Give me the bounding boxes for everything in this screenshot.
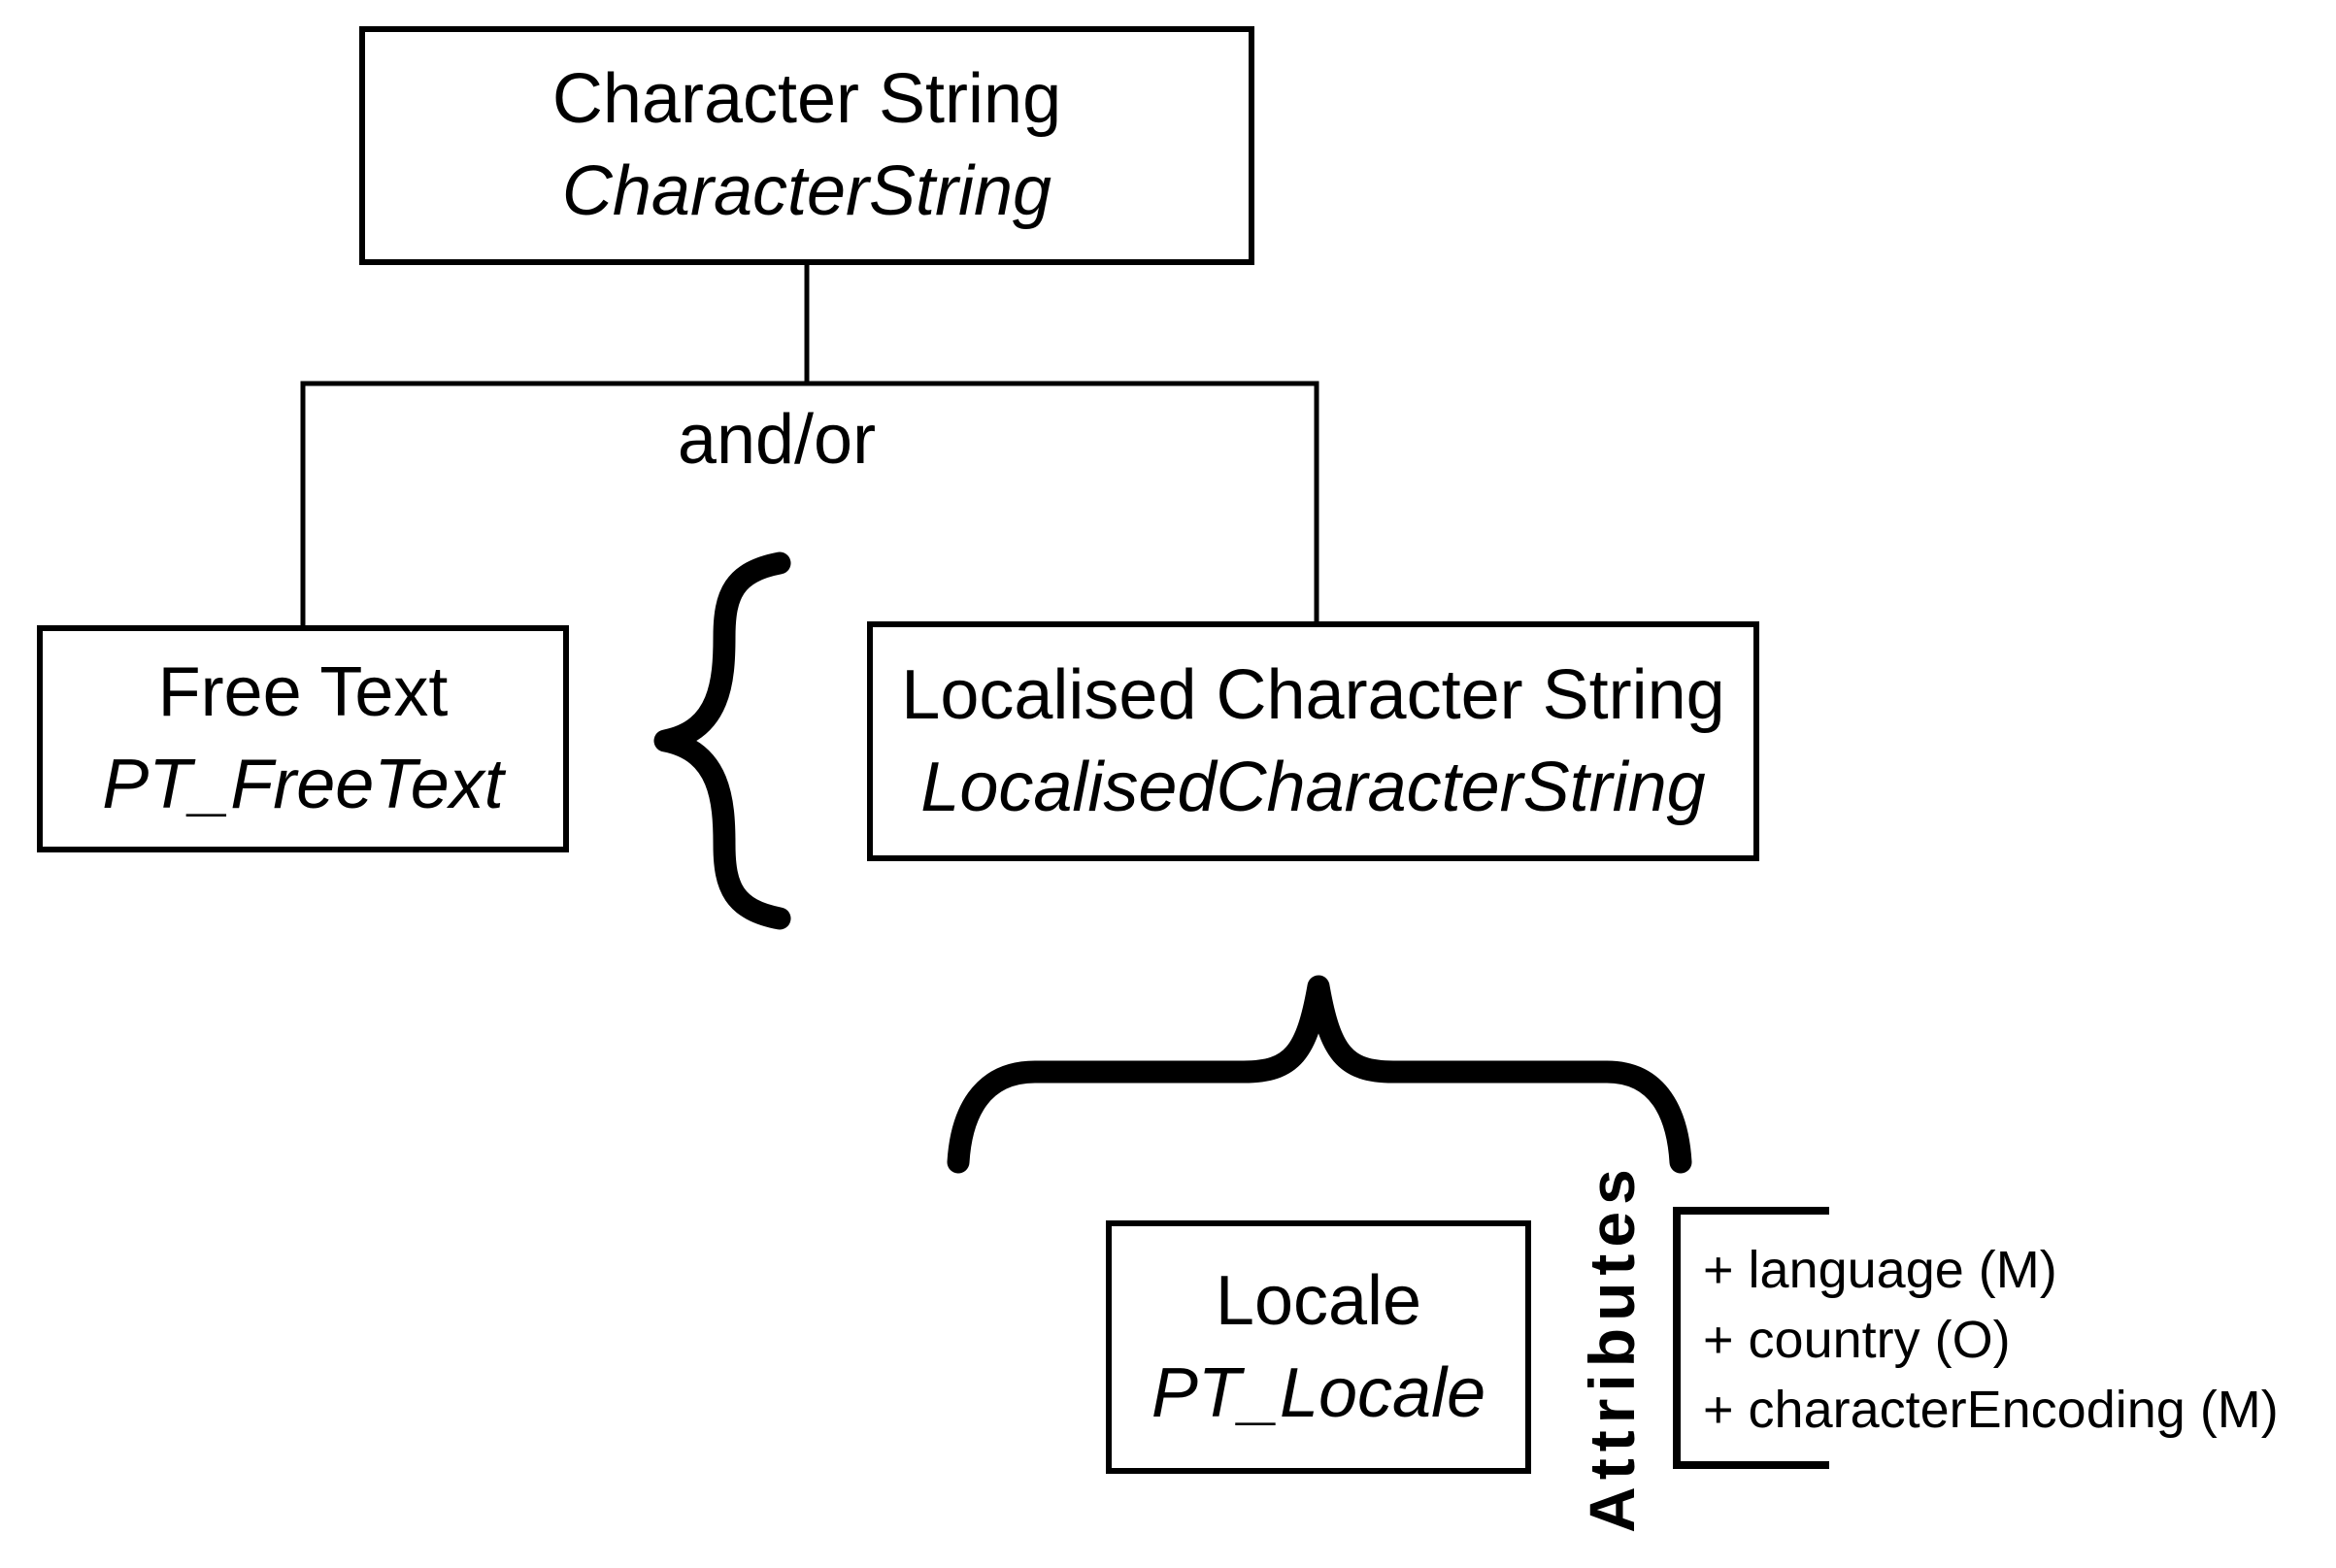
locale-box: Locale PT_Locale [1106, 1220, 1531, 1474]
locale-classname: PT_Locale [1151, 1353, 1486, 1432]
localised-character-string-title: Localised Character String [901, 655, 1725, 734]
andor-label: and/or [677, 401, 877, 479]
attributes-label: Attributes [1576, 1162, 1648, 1533]
localised-character-string-classname: LocalisedCharacterString [920, 748, 1706, 826]
free-text-classname: PT_FreeText [102, 746, 504, 823]
attributes-bracket [1673, 1207, 1829, 1469]
locale-title: Locale [1215, 1261, 1422, 1340]
attribute-country: + country (O) [1703, 1311, 2011, 1369]
free-text-title: Free Text [157, 653, 449, 731]
free-text-box: Free Text PT_FreeText [37, 625, 569, 852]
attribute-language: + language (M) [1703, 1241, 2057, 1299]
alternatives-curly-brace [653, 551, 791, 930]
character-string-title: Character String [551, 60, 1062, 138]
localised-character-string-box: Localised Character String LocalisedChar… [867, 621, 1759, 861]
character-string-classname: CharacterString [561, 152, 1052, 230]
attributes-list: + language (M) + country (O) + character… [1703, 1235, 2279, 1445]
attribute-character-encoding: + characterEncoding (M) [1703, 1381, 2279, 1439]
andor-connector-line [300, 381, 1319, 625]
attributes-curly-brace [947, 975, 1692, 1174]
character-string-box: Character String CharacterString [359, 26, 1254, 265]
